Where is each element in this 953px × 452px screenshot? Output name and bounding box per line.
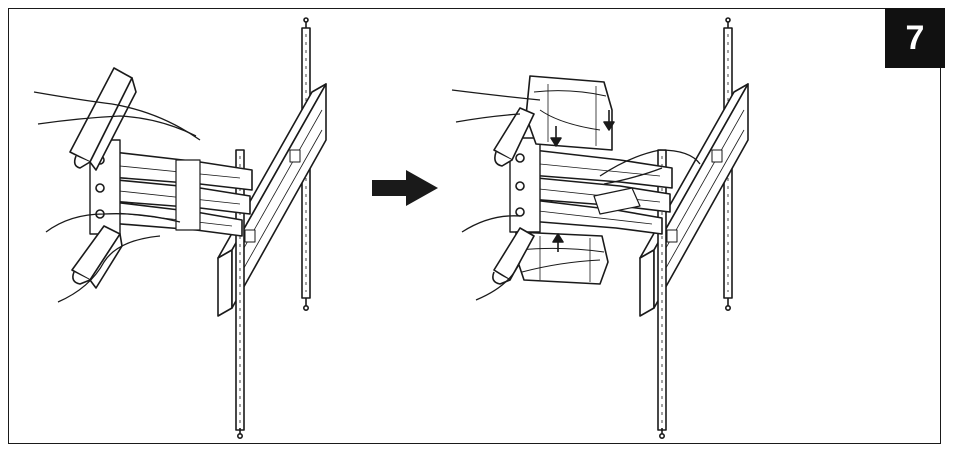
tv-rail-front [235, 149, 245, 439]
extension-arms [89, 139, 253, 237]
wall-plate-right [639, 83, 749, 317]
wall-plate [217, 83, 327, 317]
before-panel [33, 17, 327, 439]
cables-right [451, 89, 701, 301]
extension-arms-right [509, 137, 673, 235]
direction-arrow [372, 170, 438, 206]
cables [33, 91, 201, 303]
after-panel [451, 17, 749, 439]
step-number-badge: 7 [885, 8, 945, 68]
cable-cover-upper [493, 75, 613, 167]
cable-clip-upper [69, 67, 137, 171]
cable-clip-lower [71, 225, 123, 289]
cable-cover-lower [492, 227, 609, 285]
push-arrows [550, 110, 615, 252]
